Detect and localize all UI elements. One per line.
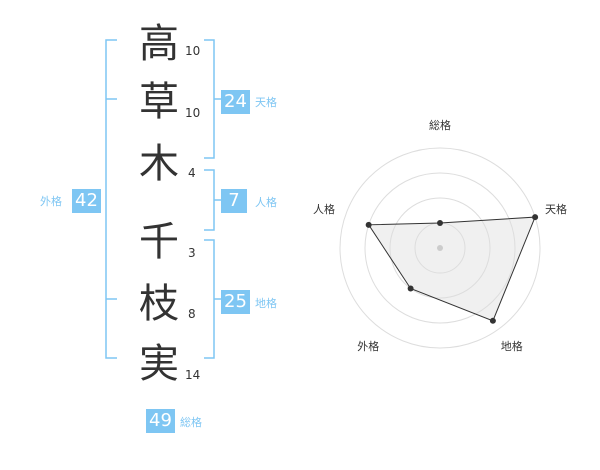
jinkaku-label: 人格 [255, 196, 277, 209]
soukaku-label: 総格 [180, 416, 202, 429]
tenkaku-badge: 24 [221, 90, 250, 114]
radar-shape [367, 216, 536, 322]
radar-ring [364, 172, 516, 324]
name-char-1: 高 [139, 21, 179, 67]
outer-bracket [105, 39, 117, 359]
radar-label-jinkaku: 人格 [312, 203, 335, 217]
stroke-count-6: 14 [185, 368, 201, 382]
radar-point [407, 285, 414, 292]
jinkaku-badge: 7 [221, 189, 247, 213]
radar-label-soukaku: 総格 [429, 119, 451, 132]
chikaku-badge: 25 [221, 290, 250, 314]
stroke-count-4: 3 [188, 246, 196, 260]
gaikaku-badge: 42 [72, 189, 101, 213]
tenkaku-label: 天格 [255, 96, 277, 109]
radar-ring [339, 147, 541, 349]
radar-point [365, 221, 372, 228]
radar-point [437, 220, 443, 226]
radar-ring [389, 197, 491, 299]
name-char-2: 草 [139, 79, 179, 125]
name-char-5: 枝 [139, 281, 179, 327]
stroke-count-1: 10 [185, 44, 201, 58]
gaikaku-label: 外格 [40, 195, 62, 208]
radar-label-gaikaku: 外格 [357, 339, 380, 353]
name-char-6: 実 [139, 341, 179, 387]
name-char-4: 千 [139, 219, 179, 265]
radar-center [437, 245, 443, 251]
name-char-3: 木 [139, 141, 179, 187]
soukaku-badge: 49 [146, 409, 175, 433]
radar-label-tenkaku: 天格 [545, 203, 568, 217]
radar-point [532, 214, 539, 221]
stroke-count-2: 10 [185, 106, 201, 120]
chikaku-label: 地格 [255, 297, 277, 310]
stroke-count-3: 4 [188, 166, 196, 180]
stroke-count-5: 8 [188, 307, 196, 321]
radar-label-chikaku: 地格 [500, 339, 523, 353]
radar-point [489, 317, 496, 324]
